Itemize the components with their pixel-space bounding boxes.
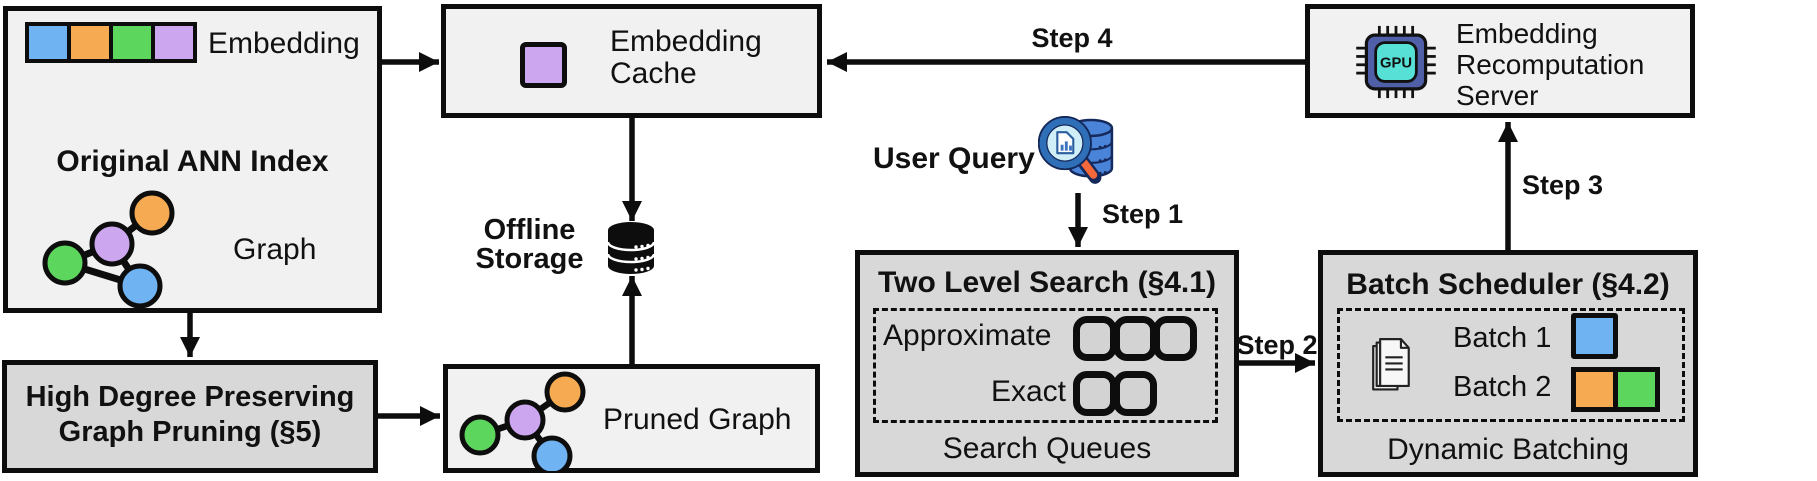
queue-slot	[1153, 316, 1197, 361]
search-queues-dashed-box	[873, 308, 1218, 423]
batch2-square-green	[1613, 367, 1660, 412]
step1-label: Step 1	[1102, 199, 1184, 229]
recomputation-server-label: Embedding Recomputation Server	[1456, 18, 1645, 111]
original-ann-index-box: Embedding Original ANN Index Graph	[3, 6, 382, 313]
search-queues-label: Search Queues	[942, 432, 1152, 465]
embedding-vector	[25, 22, 197, 63]
batch-scheduler-title: Batch Scheduler (§4.2)	[1346, 268, 1670, 301]
graph-label: Graph	[233, 233, 317, 266]
offline-storage-label: Offline Storage	[475, 214, 584, 275]
embedding-cache-box: Embedding Cache	[441, 4, 822, 118]
embedding-cell-blue	[29, 26, 67, 59]
two-level-search-box: Two Level Search (§4.1) Approximate Exac…	[855, 250, 1239, 477]
embedding-label: Embedding	[208, 27, 360, 60]
batch1-square-blue	[1571, 313, 1618, 359]
embedding-cell-green	[113, 26, 151, 59]
batch-scheduler-box: Batch Scheduler (§4.2) Batch 1 Batch 2 D…	[1318, 250, 1698, 477]
pruned-graph-icon	[459, 371, 586, 471]
pruned-graph-box: Pruned Graph	[443, 364, 820, 473]
two-level-search-title: Two Level Search (§4.1)	[878, 266, 1216, 299]
dynamic-batching-dashed-box	[1337, 308, 1685, 422]
user-query-label: User Query	[873, 142, 1035, 175]
original-ann-index-title: Original ANN Index	[56, 145, 329, 178]
gpu-chip-icon: GPU	[1356, 25, 1436, 99]
queue-slot	[1113, 371, 1157, 416]
step3-label: Step 3	[1522, 170, 1604, 200]
embedding-cell-orange	[71, 26, 109, 59]
original-graph-icon	[42, 190, 175, 309]
documents-icon	[1372, 338, 1410, 391]
batch2-label: Batch 2	[1453, 371, 1552, 403]
batch2-square-orange	[1571, 367, 1618, 412]
dynamic-batching-label: Dynamic Batching	[1387, 433, 1629, 466]
gpu-text: GPU	[1380, 56, 1412, 72]
approximate-label: Approximate	[883, 319, 1052, 352]
queue-slot	[1113, 316, 1157, 361]
graph-pruning-title: High Degree Preserving Graph Pruning (§5…	[25, 381, 355, 448]
cached-embedding-square	[520, 42, 567, 88]
step4-label: Step 4	[1031, 23, 1113, 53]
approximate-queue-slots	[1073, 316, 1197, 361]
step2-label: Step 2	[1236, 330, 1318, 360]
graph-pruning-box: High Degree Preserving Graph Pruning (§5…	[2, 360, 378, 473]
queue-slot	[1073, 316, 1117, 361]
pruned-graph-label: Pruned Graph	[603, 403, 792, 436]
exact-queue-slots	[1073, 371, 1157, 416]
batch1-label: Batch 1	[1453, 322, 1552, 354]
query-search-icon	[1038, 116, 1114, 184]
database-storage-icon	[606, 222, 656, 274]
batch2-squares	[1571, 367, 1660, 412]
embedding-cache-label: Embedding Cache	[610, 25, 762, 90]
queue-slot	[1073, 371, 1117, 416]
recomputation-server-box: GPU Embedding Recomputation Server	[1305, 4, 1695, 118]
exact-label: Exact	[990, 375, 1066, 408]
embedding-cell-purple	[155, 26, 193, 59]
